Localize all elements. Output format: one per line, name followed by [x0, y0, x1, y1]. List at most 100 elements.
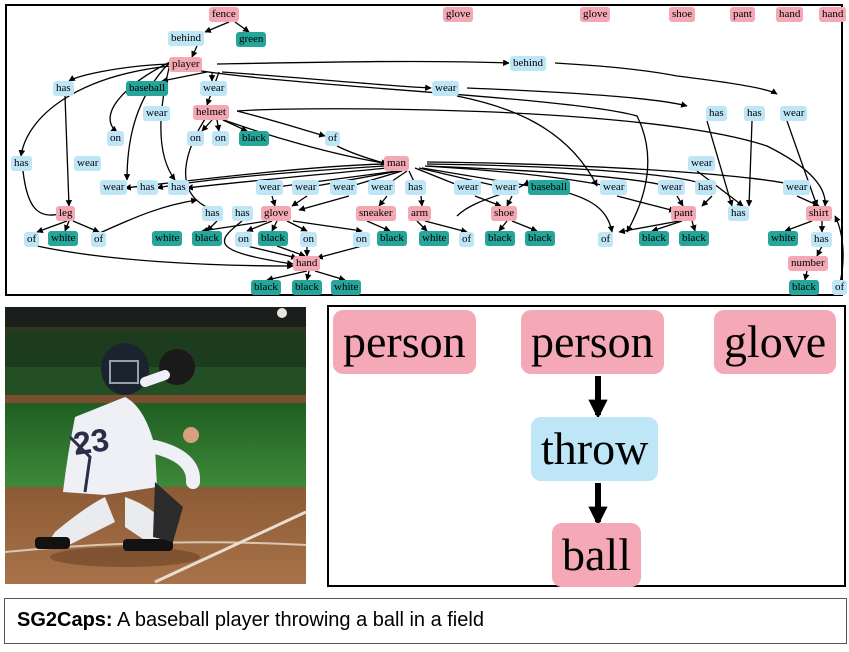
relation-node: behind	[510, 56, 546, 71]
graph-edge	[68, 63, 171, 82]
relation-node: has	[706, 106, 727, 121]
object-node: pant	[730, 7, 755, 22]
graph-edge	[706, 120, 734, 207]
relation-node: wear	[368, 180, 396, 195]
graph-edge	[72, 220, 100, 233]
graph-edge	[474, 195, 502, 207]
graph-edge	[160, 63, 176, 181]
graph-edge	[246, 245, 298, 260]
relation-node: wear	[432, 81, 460, 96]
relation-node: of	[598, 232, 614, 247]
graph-edge	[221, 71, 432, 91]
attribute-node: white	[48, 231, 79, 246]
relation-node: of	[24, 232, 40, 247]
caption-label: SG2Caps:	[17, 609, 113, 631]
relation-node: wear	[330, 180, 358, 195]
graph-edge	[304, 170, 400, 191]
graph-edge	[426, 165, 668, 188]
attribute-node: black	[485, 231, 515, 246]
relation-node: on	[300, 232, 317, 247]
relation-node: on	[107, 131, 124, 146]
graph-edge	[18, 65, 171, 157]
graph-edge	[424, 220, 468, 234]
graph-edge	[786, 120, 819, 207]
graph-edge	[171, 65, 649, 233]
baseball-photo: 23	[5, 307, 306, 584]
object-node: pant	[671, 206, 696, 221]
graph-edge	[418, 167, 506, 190]
attribute-node: black	[525, 231, 555, 246]
object-node: player	[169, 57, 203, 72]
graph-edge	[204, 21, 230, 33]
graph-edge	[690, 220, 697, 232]
attribute-node: black	[679, 231, 709, 246]
relation-node: on	[187, 131, 204, 146]
graph-edge	[784, 220, 813, 233]
relation-node: of	[325, 131, 341, 146]
relation-node: wear	[292, 180, 320, 195]
graph-edge	[268, 170, 398, 191]
object-node: glove	[443, 7, 474, 22]
graph-edge	[276, 245, 306, 258]
graph-edge	[266, 270, 308, 282]
object-node: shirt	[806, 206, 832, 221]
graph-edge	[109, 61, 171, 133]
sg2caps-node-throw: throw	[531, 417, 659, 481]
graph-edge	[270, 195, 277, 207]
jersey-number: 23	[71, 421, 111, 462]
object-node: helmet	[193, 105, 229, 120]
sg2caps-node-ball: ball	[552, 523, 641, 587]
attribute-node: black	[292, 280, 322, 295]
relation-node: on	[235, 232, 252, 247]
graph-edge	[286, 220, 308, 232]
graph-edge	[456, 95, 598, 187]
relation-node: has	[168, 180, 189, 195]
graph-edge	[214, 119, 222, 132]
graph-edge	[701, 195, 713, 207]
relation-node: on	[353, 232, 370, 247]
graph-edge	[36, 220, 68, 234]
scene-graph-panel: fence glove glove shoe pant hand hand be…	[5, 4, 848, 296]
attribute-node: black	[639, 231, 669, 246]
graph-edge	[416, 220, 428, 232]
object-node: glove	[580, 7, 611, 22]
graph-edge	[201, 119, 213, 132]
object-node: shoe	[491, 206, 518, 221]
graph-edge	[421, 167, 543, 191]
object-node: glove	[261, 206, 292, 221]
object-node: fence	[209, 7, 239, 22]
relation-node: on	[212, 131, 229, 146]
sg2caps-edges	[588, 376, 608, 526]
graph-edge	[511, 220, 538, 232]
attribute-node: baseball	[528, 180, 571, 195]
relation-node: has	[811, 232, 832, 247]
object-node: man	[384, 156, 409, 171]
attribute-node: black	[251, 280, 281, 295]
graph-edge	[186, 167, 388, 191]
relation-node: of	[832, 280, 848, 295]
relation-node: has	[695, 180, 716, 195]
graph-edge	[236, 108, 829, 207]
relation-node: has	[11, 156, 32, 171]
graph-edge	[234, 21, 250, 33]
relation-node: has	[744, 106, 765, 121]
graph-edge	[271, 220, 278, 232]
relation-node: has	[405, 180, 426, 195]
attribute-node: black	[239, 131, 269, 146]
relation-node: of	[459, 232, 475, 247]
relation-node: wear	[600, 180, 628, 195]
attribute-node: white	[768, 231, 799, 246]
object-node: hand	[293, 256, 321, 271]
attribute-node: white	[152, 231, 183, 246]
relation-node: wear	[256, 180, 284, 195]
object-node: number	[788, 256, 828, 271]
relation-node: has	[137, 180, 158, 195]
relation-node: wear	[200, 81, 228, 96]
sg2caps-node-glove: glove	[714, 310, 837, 374]
sg2caps-graph-panel: person person glove throw ball	[327, 305, 846, 587]
graph-edge	[216, 59, 510, 67]
scene-graph-edges	[18, 21, 844, 287]
graph-edge	[816, 245, 823, 257]
attribute-node: green	[236, 32, 267, 47]
graph-edge	[201, 220, 268, 234]
